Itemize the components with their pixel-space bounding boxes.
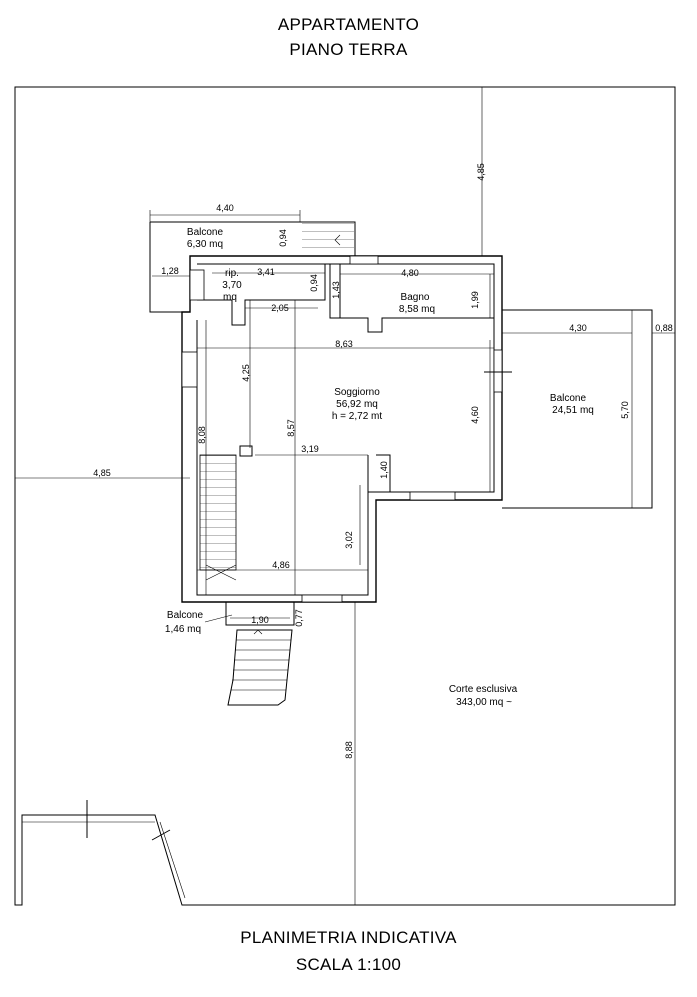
bagno-name: Bagno (401, 292, 430, 303)
property-boundary (14, 86, 676, 906)
balcone-top-outline (149, 221, 356, 313)
dim-8-08: 8,08 (197, 426, 207, 444)
title-line-1: APPARTAMENTO (277, 15, 420, 34)
exterior-steps-bottom (227, 629, 293, 706)
balcone-right-outline (502, 309, 653, 509)
stair-landing (205, 564, 237, 581)
dim-0-94-rip: 0,94 (309, 274, 319, 292)
dim-2-05: 2,05 (271, 303, 289, 313)
dim-0-88: 0,88 (655, 323, 673, 333)
dim-0-77: 0,77 (294, 609, 304, 627)
balcone-bottom-name: Balcone (167, 610, 204, 621)
footer-line-2: SCALA 1:100 (295, 955, 402, 974)
bagno-walls (329, 264, 494, 333)
window-soggiorno (409, 491, 456, 501)
window-bottom (301, 594, 343, 603)
arrow-icon (334, 234, 341, 246)
dim-0-94-balcony: 0,94 (278, 229, 288, 247)
dim-4-25: 4,25 (241, 364, 251, 382)
rip-walls (197, 264, 326, 326)
dim-4-40: 4,40 (216, 203, 234, 213)
soggiorno-height: h = 2,72 mt (332, 411, 383, 422)
dim-8-88: 8,88 (344, 741, 354, 759)
dim-4-80: 4,80 (401, 268, 419, 278)
arrow-up-icon (253, 629, 263, 635)
dim-3-19: 3,19 (301, 444, 319, 454)
dim-4-30: 4,30 (569, 323, 587, 333)
balcone-bottom-outline (225, 602, 295, 626)
rip-unit: mq (223, 292, 237, 303)
balcone-bottom-area: 1,46 mq (165, 624, 201, 635)
balcone-right-area: 24,51 mq (552, 405, 594, 416)
step-lines (231, 639, 291, 691)
balcone-bottom-leader (204, 614, 233, 623)
window-left (181, 351, 198, 388)
dim-4-85-top: 4,85 (476, 163, 486, 181)
rip-name: rip. (225, 268, 239, 279)
dim-5-70: 5,70 (620, 401, 630, 419)
dim-1-40: 1,40 (379, 461, 389, 479)
dim-3-41: 3,41 (257, 267, 275, 277)
internal-staircase (199, 454, 237, 571)
wall-niche (367, 454, 391, 492)
dim-1-43: 1,43 (331, 281, 341, 299)
window-bagno (349, 255, 379, 265)
dim-8-57: 8,57 (286, 419, 296, 437)
balcone-right-name: Balcone (550, 393, 587, 404)
title-line-2: PIANO TERRA (289, 40, 408, 59)
soggiorno-area: 56,92 mq (336, 399, 378, 410)
footer-line-1: PLANIMETRIA INDICATIVA (240, 928, 457, 947)
building-outer-walls (181, 255, 503, 603)
pillar (239, 445, 253, 457)
dim-1-28: 1,28 (161, 266, 179, 276)
exterior-steps-top (302, 222, 354, 256)
bagno-area: 8,58 mq (399, 304, 435, 315)
balcone-top-area: 6,30 mq (187, 239, 223, 250)
balcone-top-name: Balcone (187, 227, 224, 238)
rip-area: 3,70 (222, 280, 242, 291)
boundary-inner-line (159, 821, 186, 899)
door-balcone-right (493, 349, 503, 393)
window-rip (189, 269, 205, 301)
dim-1-99: 1,99 (470, 291, 480, 309)
dim-3-02: 3,02 (344, 531, 354, 549)
dim-8-63: 8,63 (335, 339, 353, 349)
corte-area: 343,00 mq ~ (456, 697, 512, 708)
dim-1-90: 1,90 (251, 615, 269, 625)
corte-name: Corte esclusiva (449, 684, 518, 695)
soggiorno-name: Soggiorno (334, 387, 380, 398)
dim-4-86: 4,86 (272, 560, 290, 570)
dim-4-85-left: 4,85 (93, 468, 111, 478)
boundary-tick (151, 829, 171, 841)
dim-4-60: 4,60 (470, 406, 480, 424)
